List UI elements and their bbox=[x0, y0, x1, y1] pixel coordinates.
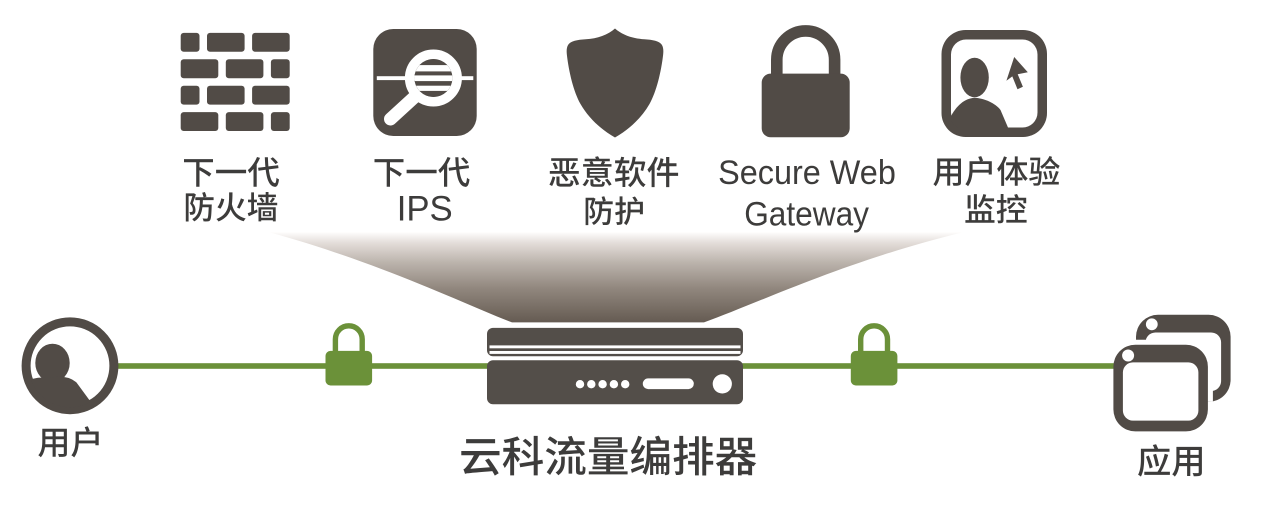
svg-text:Gateway: Gateway bbox=[744, 195, 869, 233]
svg-text:IPS: IPS bbox=[397, 189, 453, 229]
svg-text:Secure Web: Secure Web bbox=[718, 154, 896, 192]
